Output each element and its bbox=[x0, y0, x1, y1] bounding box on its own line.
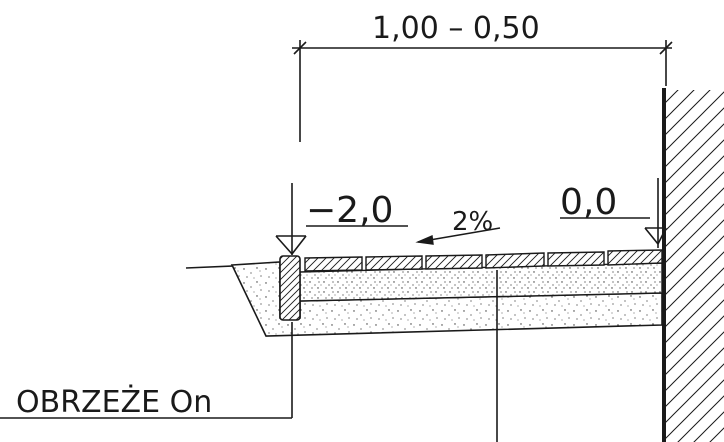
level-label-left: −2,0 bbox=[306, 190, 393, 231]
paver-3 bbox=[425, 254, 483, 270]
slope-indicator bbox=[415, 227, 501, 245]
curb-label: OBRZEŻE On bbox=[16, 384, 212, 420]
paver-5 bbox=[547, 251, 605, 267]
paver-2 bbox=[365, 255, 423, 271]
level-mark-right bbox=[560, 178, 667, 248]
paving-blocks bbox=[304, 249, 663, 272]
slope-label: 2% bbox=[452, 207, 493, 237]
paver-4 bbox=[485, 252, 545, 269]
curb-callout bbox=[0, 322, 293, 419]
paver-6 bbox=[607, 249, 663, 266]
level-mark-left bbox=[275, 183, 408, 255]
width-dimension-label: 1,00 – 0,50 bbox=[372, 11, 540, 46]
level-label-right: 0,0 bbox=[560, 182, 617, 223]
building-wall bbox=[662, 88, 724, 442]
paver-1 bbox=[304, 256, 363, 272]
width-dimension-line bbox=[292, 40, 673, 142]
curb bbox=[279, 255, 301, 321]
